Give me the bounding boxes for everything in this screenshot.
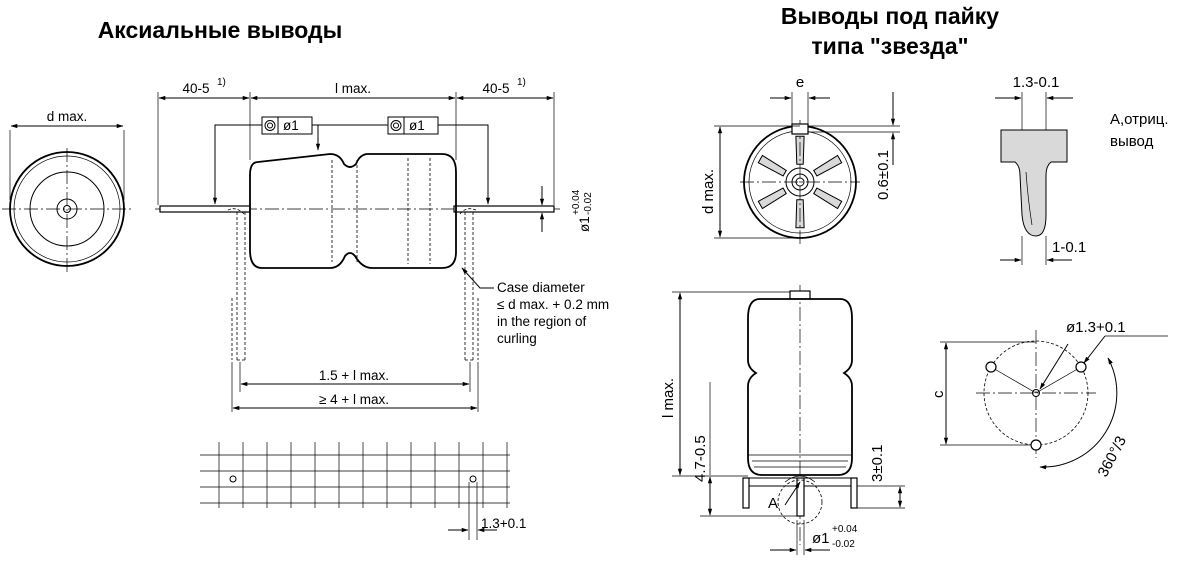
star-detail-a-label: A bbox=[768, 495, 778, 512]
star-pin-offset-label: 0.6±0.1 bbox=[875, 150, 892, 200]
star-hole-size-label: ø1.3+0.1 bbox=[1066, 319, 1126, 336]
axial-pcb-hole-grid: 1.3+0.1 bbox=[200, 442, 526, 540]
star-top-view: e d max. 0.6±0.1 bbox=[700, 74, 900, 244]
title-axial-leads: Аксиальные выводы bbox=[98, 17, 343, 43]
star-c-label: c bbox=[930, 390, 947, 398]
title-star-leads-line1: Выводы под пайку bbox=[781, 3, 999, 29]
star-d-max-label: d max. bbox=[700, 169, 717, 214]
axial-footnote-right: 1) bbox=[517, 77, 526, 88]
axial-lead-diameter-lower-tol: -0.02 bbox=[583, 192, 594, 215]
axial-case-note-line2: ≤ d max. + 0.2 mm bbox=[497, 297, 609, 312]
axial-span-1: 1.5 + l max. bbox=[319, 368, 389, 383]
axial-lead-diameter-upper-tol: +0.04 bbox=[571, 189, 582, 215]
star-side-view: l max. 4.7-0.5 3±0.1 A ø1 +0.04 -0.02 bbox=[660, 285, 905, 555]
star-pcb-hole-pattern: ø1.3+0.1 c 360°/3 bbox=[930, 319, 1168, 480]
axial-grid-hole-size: 1.3+0.1 bbox=[481, 516, 526, 531]
star-tab-detail: 1.3-0.1 1-0.1 A,отриц. вывод bbox=[995, 74, 1169, 265]
axial-case-note-line1: Case diameter bbox=[497, 280, 585, 295]
axial-tolerance-frame-1: ø1 bbox=[283, 118, 299, 133]
star-pin-length-label: 4.7-0.5 bbox=[692, 435, 709, 482]
star-tab-width-label: 1.3-0.1 bbox=[1013, 74, 1060, 91]
star-negative-label-line1: A,отриц. bbox=[1110, 111, 1169, 128]
axial-l-max-label: l max. bbox=[335, 81, 371, 96]
axial-footnote-left: 1) bbox=[217, 77, 226, 88]
axial-case-note-line3: in the region of bbox=[497, 314, 587, 329]
axial-tolerance-frame-2: ø1 bbox=[409, 118, 425, 133]
axial-lead-left-label: 40-5 bbox=[182, 81, 209, 96]
axial-case-note-line4: curling bbox=[497, 331, 537, 346]
star-seat-height-label: 3±0.1 bbox=[869, 445, 886, 482]
star-tab-thickness-label: 1-0.1 bbox=[1052, 239, 1086, 256]
star-pin-diameter-lower-tol: -0.02 bbox=[832, 539, 855, 550]
star-negative-label-line2: вывод bbox=[1110, 133, 1154, 150]
star-e-label: e bbox=[796, 74, 804, 91]
star-pin-diameter-upper-tol: +0.04 bbox=[832, 524, 858, 535]
title-star-leads-line2: типа "звезда" bbox=[811, 33, 968, 59]
axial-lead-diameter: ø1 bbox=[577, 216, 592, 232]
axial-span-2: ≥ 4 + l max. bbox=[319, 392, 389, 407]
axial-d-max-label: d max. bbox=[47, 109, 88, 124]
star-pin-diameter: ø1 bbox=[812, 530, 830, 547]
axial-lead-right-label: 40-5 bbox=[482, 81, 509, 96]
star-l-max-label: l max. bbox=[660, 378, 677, 418]
axial-end-view: d max. bbox=[2, 109, 134, 272]
axial-side-view: 40-5 1) l max. 40-5 1) ø1 ø1 ø1 +0.04 -0… bbox=[155, 77, 609, 412]
